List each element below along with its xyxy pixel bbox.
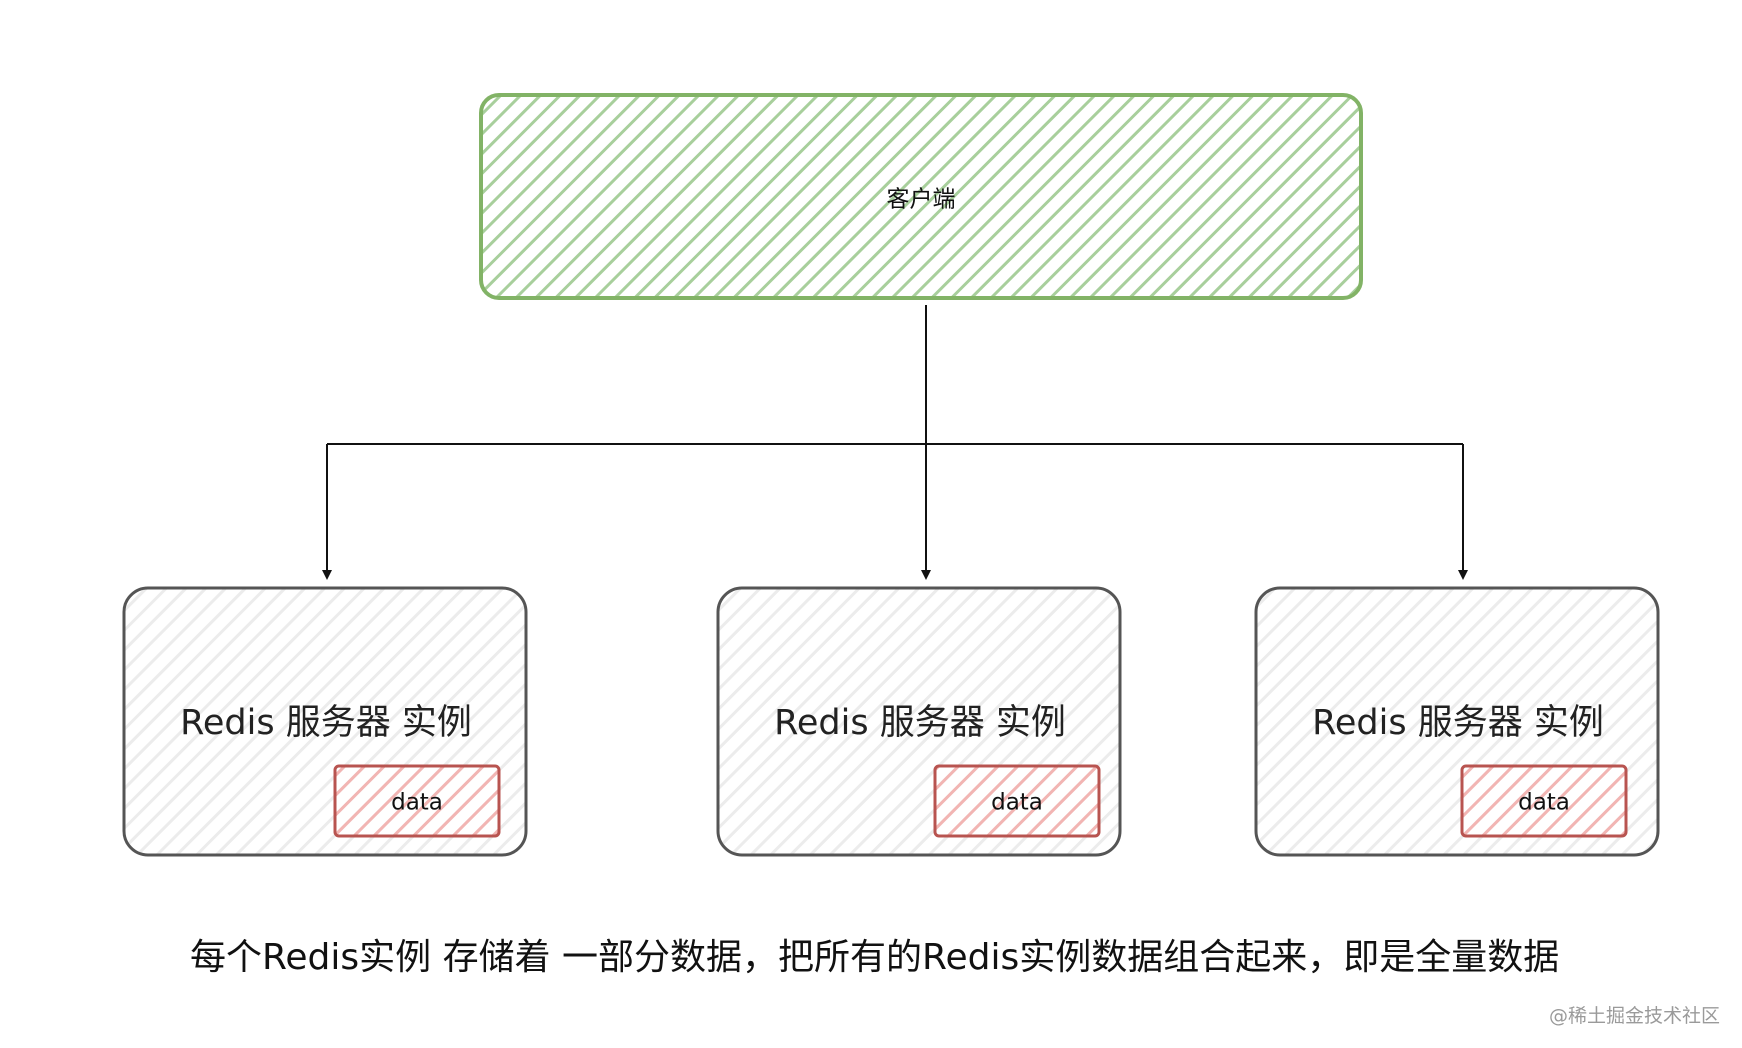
data-block-fill bbox=[935, 766, 1099, 836]
server-label: Redis 服务器 实例 bbox=[180, 703, 472, 743]
data-block-fill bbox=[1462, 766, 1626, 836]
data-block-fill bbox=[335, 766, 499, 836]
data-label: data bbox=[1518, 790, 1570, 816]
data-block: data bbox=[933, 764, 1101, 838]
data-block: data bbox=[333, 764, 501, 838]
data-label: data bbox=[391, 790, 443, 816]
server-node-border bbox=[716, 586, 1122, 857]
server-node: Redis 服务器 实例 data bbox=[122, 586, 528, 857]
server-node-border bbox=[122, 586, 528, 857]
server-node: Redis 服务器 实例 data bbox=[1254, 586, 1660, 857]
server-label: Redis 服务器 实例 bbox=[1312, 703, 1604, 743]
data-block-border bbox=[1460, 764, 1628, 838]
data-label: data bbox=[991, 790, 1043, 816]
client-label: 客户端 bbox=[887, 187, 956, 213]
data-block-border bbox=[933, 764, 1101, 838]
client-node: 客户端 bbox=[479, 93, 1363, 300]
watermark: @稀土掘金技术社区 bbox=[1548, 1005, 1720, 1027]
server-node: Redis 服务器 实例 data bbox=[716, 586, 1122, 857]
server-node-border bbox=[1254, 586, 1660, 857]
data-block-border bbox=[333, 764, 501, 838]
client-node-fill bbox=[481, 95, 1361, 298]
server-label: Redis 服务器 实例 bbox=[774, 703, 1066, 743]
data-block: data bbox=[1460, 764, 1628, 838]
client-node-border bbox=[479, 93, 1363, 300]
connectors bbox=[322, 305, 1468, 580]
diagram-caption: 每个Redis实例 存储着 一部分数据，把所有的Redis实例数据组合起来，即是… bbox=[190, 937, 1560, 978]
